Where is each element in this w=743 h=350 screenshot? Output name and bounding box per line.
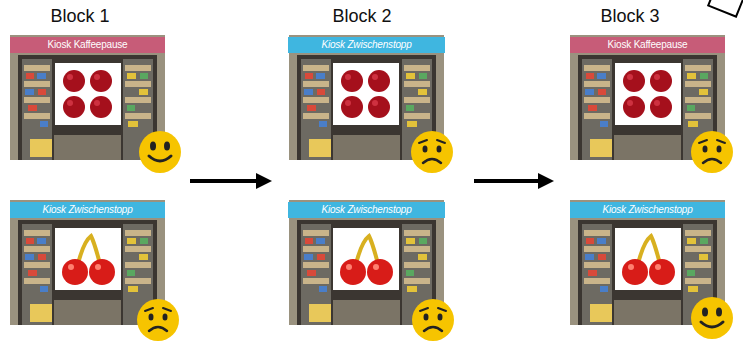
kiosk-photo: Kiosk Zwischenstopp [10,200,165,325]
kiosk-photo: Kiosk Zwischenstopp [288,35,445,160]
kiosk-sign: Kiosk Kaffeepause [570,37,725,53]
kiosk-photo: Kiosk Zwischenstopp [288,200,445,325]
kiosk-sign: Kiosk Kaffeepause [10,37,165,53]
kiosk-photo: Kiosk Kaffeepause [10,35,165,160]
kiosk-sign: Kiosk Zwischenstopp [288,37,445,53]
block-label: Block 2 [332,6,391,27]
kiosk-sign: Kiosk Zwischenstopp [570,202,725,218]
block-label: Block 1 [50,6,109,27]
kiosk-photo: Kiosk Kaffeepause [570,35,725,160]
kiosk-sign: Kiosk Zwischenstopp [10,202,165,218]
block-label: Block 3 [600,6,659,27]
kiosk-sign: Kiosk Zwischenstopp [288,202,445,218]
kiosk-photo: Kiosk Zwischenstopp [570,200,725,325]
